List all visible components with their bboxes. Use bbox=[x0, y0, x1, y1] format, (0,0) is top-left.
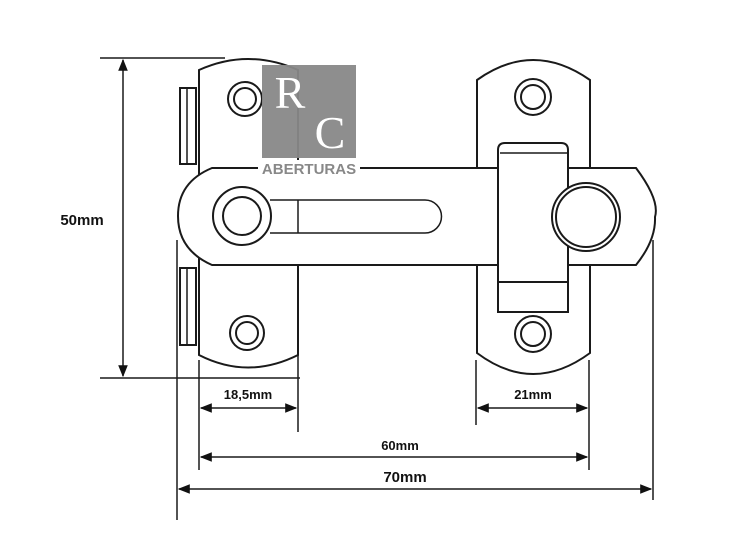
dimension-lines bbox=[100, 57, 654, 520]
svg-text:C: C bbox=[315, 107, 346, 158]
knob bbox=[551, 182, 621, 252]
svg-text:R: R bbox=[275, 67, 306, 118]
hinge-tabs bbox=[179, 87, 197, 346]
right-plate-width-label: 21mm bbox=[514, 387, 552, 402]
height-label: 50mm bbox=[60, 212, 103, 229]
inner-span-label: 60mm bbox=[381, 438, 419, 453]
keeper bbox=[497, 142, 621, 313]
watermark-logo: R C ABERTURAS bbox=[258, 65, 360, 178]
watermark-brand: ABERTURAS bbox=[262, 161, 356, 178]
left-plate-width-label: 18,5mm bbox=[224, 387, 272, 402]
overall-length-label: 70mm bbox=[383, 469, 426, 486]
